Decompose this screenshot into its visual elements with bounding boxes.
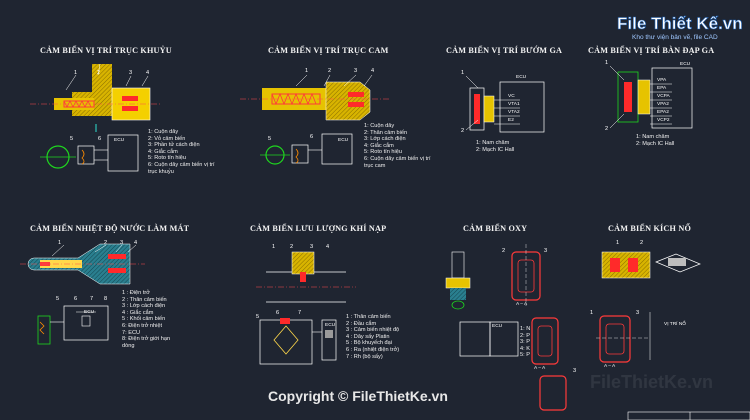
cam-sensor-drawing — [240, 74, 390, 165]
callout-number: 6 — [310, 134, 314, 140]
section-mark: A – A — [516, 302, 528, 307]
callout-number: 2 — [605, 126, 609, 132]
knock-sensor-drawing — [596, 251, 701, 363]
panel-title-coolant: CẢM BIẾN NHIỆT ĐỘ NƯỚC LÀM MÁT — [30, 224, 190, 233]
ecu-label: ECU — [114, 138, 125, 143]
callout-number: 2 — [461, 128, 465, 134]
watermark-text: FileThietKe.vn — [590, 372, 714, 392]
callout-number: 6 — [74, 296, 78, 302]
callout-number: 2 — [328, 68, 332, 74]
pedal-pin-label: VCP2 — [657, 118, 670, 123]
callout-number: 6 — [98, 136, 102, 142]
crank-sensor-drawing — [30, 63, 160, 172]
callout-number: 2 — [97, 70, 101, 76]
callout-number: 3 — [636, 310, 640, 316]
oxygen-sensor-drawing — [445, 244, 567, 411]
callout-number: 5 — [268, 136, 272, 142]
legend-maf: 1 : Thân cảm biến 2 : Đầu cắm 3 : Cảm bi… — [346, 314, 400, 360]
legend-pedal: 1: Nam châm 2: Mạch IC Hall — [636, 134, 675, 147]
panel-title-oxygen: CẢM BIẾN OXY — [463, 224, 528, 233]
callout-number: 4 — [134, 240, 138, 246]
oxygen-pin-list: 1: N 2: P 3: P 4: K 5: P — [520, 326, 531, 359]
callout-number: 3 — [120, 240, 124, 246]
section-mark: A – A — [534, 366, 546, 371]
callout-number: 2 — [104, 240, 108, 246]
callout-number: 2 — [290, 244, 294, 250]
throttle-pin-label: E2 — [508, 118, 514, 123]
coolant-sensor-drawing — [20, 243, 145, 345]
legend-crank: 1: Cuộn dây 2: Vỏ cảm biến 3: Phần tử cá… — [148, 129, 215, 175]
callout-number: 5 — [56, 296, 60, 302]
callout-number: 3 — [129, 70, 133, 76]
callout-number: 3 — [544, 248, 548, 254]
callout-number: 1 — [74, 70, 78, 76]
callout-number: 2 — [640, 240, 644, 246]
callout-number: 1 — [605, 60, 609, 66]
callout-number: 5 — [70, 136, 74, 142]
pedal-pin-label: VCPA — [657, 94, 670, 99]
callout-number: 1 — [461, 70, 465, 76]
callout-number: 1 — [590, 310, 594, 316]
panel-title-pedal: CẢM BIẾN VỊ TRÍ BÀN ĐẠP GA — [588, 46, 715, 55]
callout-number: 1 — [305, 68, 309, 74]
ecu-label: ECU — [84, 310, 95, 315]
legend-cam: 1: Cuộn dây 2: Thân cảm biến 3: Lớp cách… — [364, 123, 431, 169]
callout-number: 7 — [90, 296, 94, 302]
pedal-pin-label: VPA2 — [657, 102, 669, 107]
ecu-label: ECU — [338, 138, 349, 143]
legend-coolant: 1 : Điện trở 2 : Thân cảm biến 3 : Lớp c… — [122, 290, 171, 349]
knock-note: VỊ TRÍ NỔ — [664, 322, 687, 327]
throttle-pin-label: VC — [508, 94, 515, 99]
panel-title-throttle: CẢM BIẾN VỊ TRÍ BƯỚM GA — [446, 46, 563, 55]
throttle-pin-label: VTA1 — [508, 102, 520, 107]
brand-logo[interactable]: File Thiết Kế.vn — [617, 14, 743, 34]
callout-number: 8 — [104, 296, 108, 302]
brand-tagline: Kho thư viện bản vẽ, file CAD — [632, 34, 718, 41]
ecu-label: ECU — [325, 323, 336, 328]
panel-title-crank: CẢM BIẾN VỊ TRÍ TRỤC KHUỶU — [40, 46, 172, 55]
pedal-pin-label: VPA — [657, 78, 667, 83]
throttle-sensor-drawing — [465, 75, 545, 133]
section-mark: A – A — [604, 364, 616, 369]
callout-number: 4 — [326, 244, 330, 250]
maf-sensor-drawing — [256, 251, 356, 365]
pedal-pin-label: EPA — [657, 86, 667, 91]
panel-title-cam: CẢM BIẾN VỊ TRÍ TRỤC CAM — [268, 46, 389, 55]
panel-title-knock: CẢM BIẾN KÍCH NỔ — [608, 224, 692, 233]
pedal-pin-label: EPA2 — [657, 110, 669, 115]
callout-number: 4 — [146, 70, 150, 76]
ecu-label: ECU — [516, 75, 527, 80]
copyright-notice: Copyright © FileThietKe.vn — [268, 388, 448, 404]
legend-throttle: 1: Nam châm 2: Mạch IC Hall — [476, 140, 515, 153]
panel-title-maf: CẢM BIẾN LƯU LƯỢNG KHÍ NẠP — [250, 224, 387, 233]
callout-number: 3 — [573, 368, 577, 374]
callout-number: 1 — [616, 240, 620, 246]
callout-number: 5 — [256, 314, 260, 320]
callout-number: 2 — [502, 248, 506, 254]
ecu-label: ECU — [680, 62, 691, 67]
callout-number: 1 — [272, 244, 276, 250]
callout-number: 3 — [354, 68, 358, 74]
ecu-label: ECU — [492, 324, 503, 329]
callout-number: 1 — [58, 240, 62, 246]
callout-number: 4 — [371, 68, 375, 74]
throttle-pin-label: VTA2 — [508, 110, 520, 115]
pedal-sensor-drawing — [609, 65, 693, 129]
callout-number: 6 — [276, 310, 280, 316]
callout-number: 3 — [310, 244, 314, 250]
title-block — [627, 411, 750, 420]
callout-number: 7 — [298, 310, 302, 316]
